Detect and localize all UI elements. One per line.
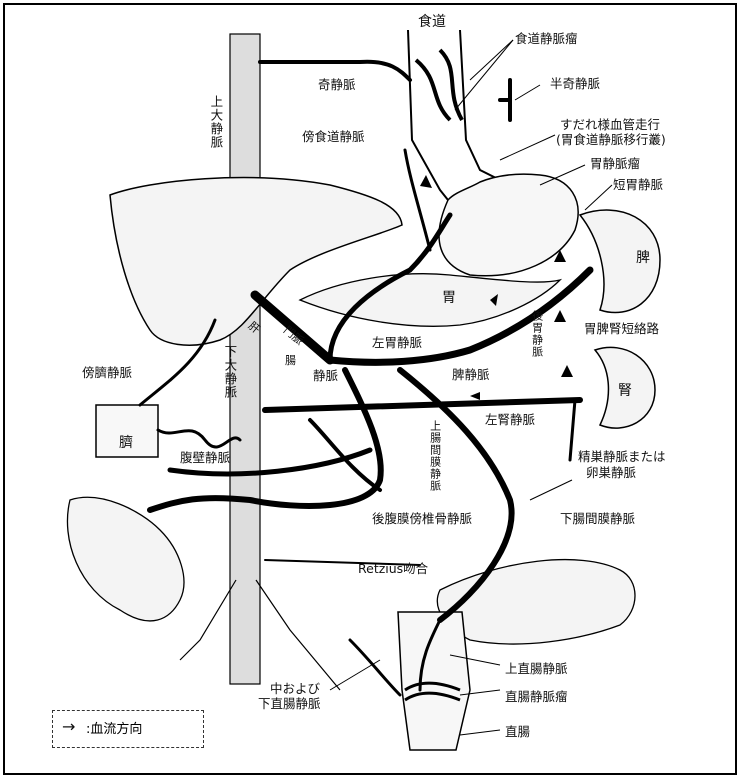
legend-arrow-icon: → bbox=[62, 718, 75, 736]
label-left-gastric: 左胃静脈 bbox=[372, 336, 422, 350]
label-short-gastric: 短胃静脈 bbox=[613, 178, 663, 192]
label-splenic-vein: 脾静脈 bbox=[452, 368, 490, 382]
label-stomach: 胃 bbox=[442, 290, 456, 306]
label-esophagus: 食道 bbox=[418, 14, 446, 30]
label-abdominal-wall: 腹壁静脈 bbox=[180, 451, 230, 465]
label-retroperitoneal: 後腹膜傍椎骨静脈 bbox=[372, 512, 472, 526]
stomach-body bbox=[300, 274, 560, 327]
colon-right bbox=[437, 560, 635, 644]
label-sup-rectal: 上直腸静脈 bbox=[505, 662, 568, 676]
label-portal-vein-tag: 静脈 bbox=[313, 369, 338, 383]
label-ivc: 下大静脈 bbox=[222, 345, 236, 399]
label-svc: 上大静脈 bbox=[208, 95, 222, 149]
label-inf-mesenteric: 下腸間膜静脈 bbox=[560, 512, 635, 526]
legend-text: :血流方向 bbox=[86, 718, 142, 737]
label-gastric-varices: 胃静脈瘤 bbox=[590, 157, 640, 171]
label-palisade-1: すだれ様血管走行 bbox=[560, 118, 660, 132]
label-gastrorenal-shunt: 胃脾腎短絡路 bbox=[584, 322, 659, 336]
label-intestine-tag: 腸 bbox=[285, 355, 296, 368]
colon-left bbox=[67, 497, 183, 621]
label-hemiazygos: 半奇静脈 bbox=[550, 77, 600, 91]
label-gonadal-1: 精巣静脈または bbox=[578, 450, 666, 464]
label-rectal-varices: 直腸静脈瘤 bbox=[505, 690, 568, 704]
label-kidney: 腎 bbox=[618, 383, 632, 399]
label-rectum: 直腸 bbox=[505, 725, 530, 739]
label-paraumbilical: 傍臍静脈 bbox=[82, 366, 132, 380]
label-paraesophageal: 傍食道静脈 bbox=[302, 130, 365, 144]
label-spleen: 脾 bbox=[636, 250, 650, 266]
label-left-renal: 左腎静脈 bbox=[485, 413, 535, 427]
label-azygos: 奇静脈 bbox=[318, 78, 356, 92]
label-umbilical: 臍 bbox=[119, 435, 133, 451]
label-retzius: Retzius吻合 bbox=[358, 562, 428, 576]
label-mid-inf-rectal-1: 中および bbox=[270, 682, 320, 696]
label-mid-inf-rectal-2: 下直腸静脈 bbox=[258, 697, 321, 711]
label-esophageal-varices: 食道静脈瘤 bbox=[515, 32, 578, 46]
esophagus bbox=[408, 30, 500, 200]
label-palisade-2: (胃食道静脈移行叢) bbox=[556, 133, 666, 147]
label-sup-mesenteric: 上腸間膜静脈 bbox=[428, 420, 441, 492]
label-gonadal-2: 卵巣静脈 bbox=[586, 466, 636, 480]
label-posterior-gastric: 後胃静脈 bbox=[530, 310, 543, 358]
